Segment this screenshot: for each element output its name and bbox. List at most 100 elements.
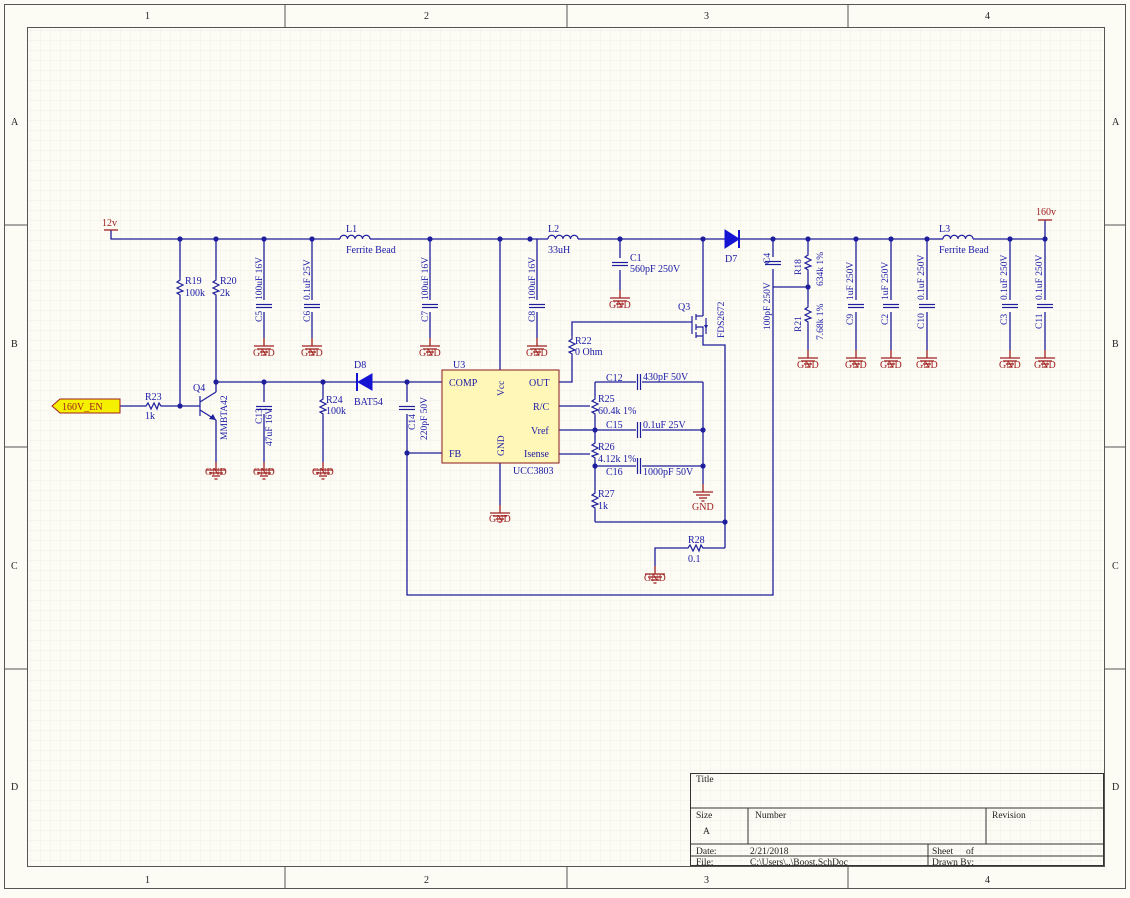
size-label: Size [696,811,712,821]
r24-value: 100k [326,406,346,417]
capacitor-c7: C7 100uF 16V [421,257,439,322]
of-label: of [966,846,975,857]
c9-value: 1uF 250V [846,262,856,300]
c1-value: 560pF 250V [630,264,681,275]
gnd-label-c8: GND [526,348,548,359]
zone-col-2-bottom: 2 [424,875,429,886]
r25-value: 60.4k 1% [598,406,636,417]
gnd-label-c13: GND [253,467,275,478]
mosfet-q3: Q3 FDS2672 [678,301,727,338]
c11-ref: C11 [1035,313,1045,329]
capacitor-c11: C11 0.1uF 250V [1035,254,1054,329]
u3-pin-rc: R/C [533,402,549,413]
c3-value: 0.1uF 250V [1000,254,1010,300]
resistor-r25: R25 60.4k 1% [590,394,636,417]
junctions [177,236,1048,525]
size-value: A [703,827,710,837]
r20-ref: R20 [220,276,237,287]
transistor-q4: Q4 MMBTA42 [193,383,230,440]
r21-value: 7.68k 1% [816,304,826,341]
c16-value: 1000pF 50V [643,467,694,478]
c2-value: 1uF 250V [881,262,891,300]
port-160v-en-label: 160V_EN [62,402,103,413]
zone-col-3-bottom: 3 [704,875,709,886]
capacitor-c5: C5 100uF 16V [255,257,273,322]
ground-symbols: GND GND GND GND GND GND GND GND GND GND … [205,289,1056,584]
gnd-label-q4: GND [205,467,227,478]
resistor-r28: R28 0.1 [684,535,706,565]
zone-row-d-left: D [11,782,18,793]
c13-value: 47uF 16V [265,408,275,446]
zone-col-4-top: 4 [985,11,990,22]
zone-row-c-right: C [1112,561,1119,572]
c7-ref: C7 [421,311,431,322]
capacitor-c12: C12 430pF 50V [606,372,689,391]
d8-ref: D8 [354,360,366,371]
power-port-160v-label: 160v [1036,207,1056,218]
diode-d7: D7 [724,229,740,265]
number-label: Number [755,811,787,821]
l2-value: 33uH [548,245,570,256]
zone-row-b-left: B [11,339,18,350]
q3-ref: Q3 [678,302,690,313]
capacitor-c4: C4 100pF 250V [763,253,782,330]
power-port-160v: 160v [1036,207,1056,221]
r26-value: 4.12k 1% [598,454,636,465]
r24-ref: R24 [326,395,343,406]
c12-value: 430pF 50V [643,372,689,383]
resistor-r21: R21 7.68k 1% [794,303,826,341]
c2-ref: C2 [881,314,891,325]
r28-ref: R28 [688,535,705,546]
zone-row-a-right: A [1112,117,1120,128]
date-label: Date: [696,847,717,857]
resistor-r19: R19 100k [175,276,205,299]
r25-ref: R25 [598,394,615,405]
l2-ref: L2 [548,224,559,235]
gnd-label-c10: GND [916,360,938,371]
gnd-label-c7: GND [419,348,441,359]
c8-ref: C8 [528,311,538,322]
u3-pin-isense: Isense [524,449,550,460]
r18-value: 634k 1% [816,252,826,286]
resistor-r22: R22 0 Ohm [567,335,603,358]
resistor-r20: R20 2k [211,276,237,299]
r22-ref: R22 [575,336,592,347]
c3-ref: C3 [1000,314,1010,325]
u3-pin-vcc: Vcc [497,381,507,396]
gnd-label-c16: GND [692,502,714,513]
u3-pin-gnd: GND [497,435,507,456]
zone-col-1-top: 1 [145,11,150,22]
resistor-r24: R24 100k [318,395,346,417]
r19-value: 100k [185,288,205,299]
zone-labels: 1 2 3 4 1 2 3 4 A B C D A B C D [11,11,1120,886]
date-value: 2/21/2018 [750,847,789,857]
c12-ref: C12 [606,373,623,384]
title-label: Title [696,775,714,785]
r23-ref: R23 [145,392,162,403]
c14-ref: C14 [408,414,418,430]
c4-ref: C4 [763,253,773,264]
q3-value: FDS2672 [717,301,727,338]
capacitor-c8: C8 100uF 16V [528,257,546,322]
capacitor-c16: C16 1000pF 50V [606,457,694,478]
c4-value: 100pF 250V [763,282,773,330]
diode-d8: D8 BAT54 [354,360,383,408]
gnd-label-c6: GND [301,348,323,359]
c15-value: 0.1uF 25V [643,420,687,431]
gnd-label-r21: GND [797,360,819,371]
u3-pin-fb: FB [449,449,462,460]
u3-ref: U3 [453,360,465,371]
c6-value: 0.1uF 25V [303,259,313,300]
c15-ref: C15 [606,420,623,431]
u3-pin-vref: Vref [531,426,549,437]
resistor-r18: R18 634k 1% [794,251,826,286]
port-160v-en: 160V_EN [51,398,121,414]
resistor-r23: R23 1k [142,392,164,422]
capacitor-c6: C6 0.1uF 25V [303,259,321,322]
r19-ref: R19 [185,276,202,287]
gnd-label-c3: GND [999,360,1021,371]
inductor-l1: L1 Ferrite Bead [329,224,396,256]
gnd-label-u3: GND [489,514,511,525]
r20-value: 2k [220,288,230,299]
